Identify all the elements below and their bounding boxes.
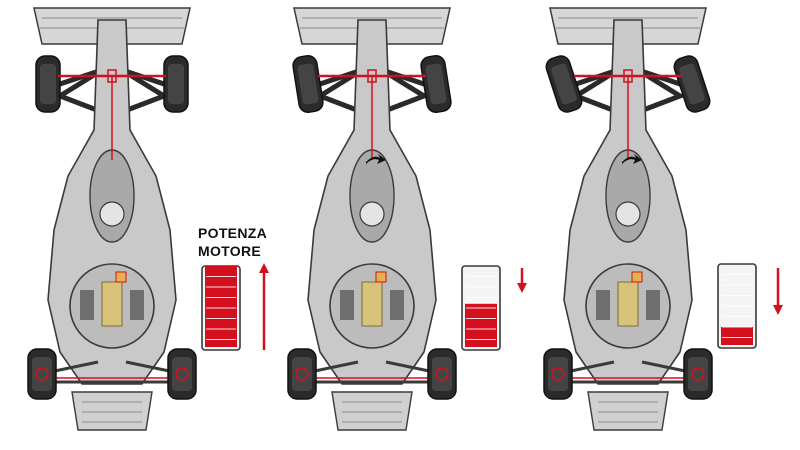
rear-suspension (49, 360, 175, 384)
power-label-line-2: MOTORE (198, 243, 261, 259)
rear-suspension (565, 360, 691, 384)
driver-helmet (99, 201, 125, 227)
cockpit (349, 149, 395, 243)
power-gauge-1 (201, 265, 241, 351)
car-panel-1 (27, 7, 197, 431)
rear-left-wheel (543, 348, 573, 400)
rear-right-wheel (167, 348, 197, 400)
cockpit (89, 149, 135, 243)
gauge-fill (465, 303, 497, 347)
front-left-wheel (35, 55, 61, 113)
driver-helmet (359, 201, 385, 227)
motor-unit (617, 281, 639, 327)
power-label-line-1: POTENZA (198, 225, 267, 241)
rear-suspension (309, 360, 435, 384)
front-right-wheel (420, 55, 452, 113)
front-right-wheel (673, 55, 711, 113)
rear-left-wheel (27, 348, 57, 400)
front-right-wheel (163, 55, 189, 113)
car-panel-3 (543, 7, 713, 431)
rear-wing (331, 391, 413, 431)
driver-helmet (615, 201, 641, 227)
steering-arrow-icon (622, 154, 642, 164)
motor-unit (101, 281, 123, 327)
rear-wing (587, 391, 669, 431)
front-left-wheel (292, 55, 324, 113)
motor-unit (361, 281, 383, 327)
rear-left-wheel (287, 348, 317, 400)
steering-arrow-icon (366, 154, 386, 164)
rear-wing (71, 391, 153, 431)
rear-right-wheel (427, 348, 457, 400)
front-left-wheel (545, 55, 583, 113)
rear-right-wheel (683, 348, 713, 400)
cockpit (605, 149, 651, 243)
car-panel-2 (287, 7, 457, 431)
gauge-fill (205, 266, 237, 347)
power-gauge-3 (717, 263, 757, 349)
power-gauge-2 (461, 265, 501, 351)
gauge-fill (721, 327, 753, 345)
